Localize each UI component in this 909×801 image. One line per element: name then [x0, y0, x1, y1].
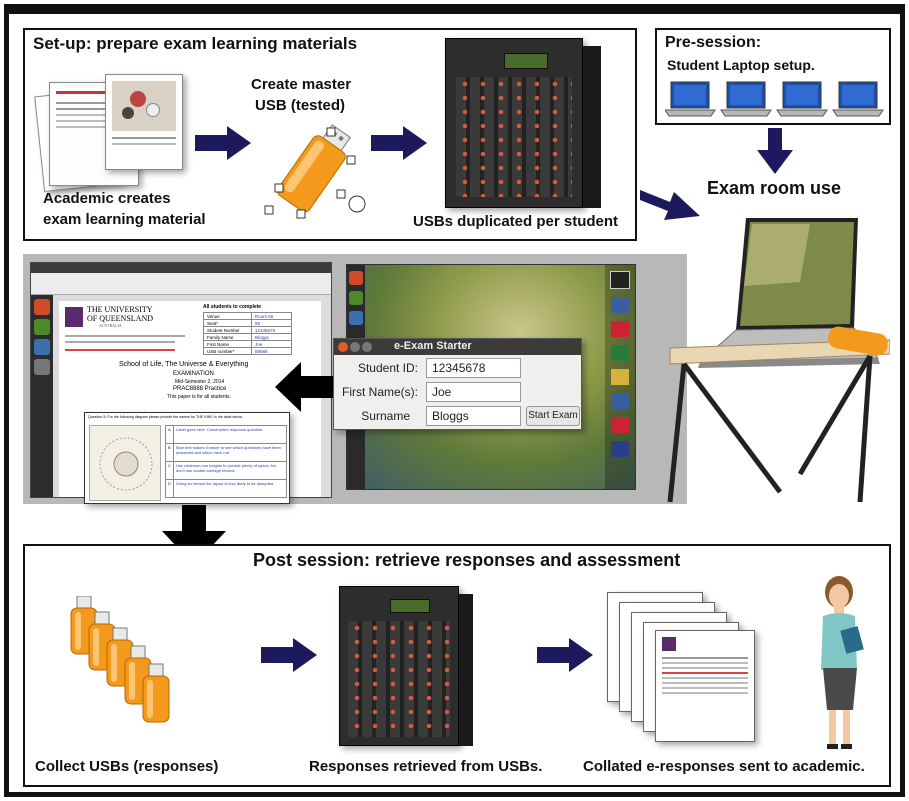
- start-exam-button[interactable]: Start Exam: [526, 406, 580, 426]
- paper-note: This paper is for all students.: [167, 394, 231, 400]
- university-name-line2: OF QUEENSLAND: [87, 314, 153, 323]
- learning-material-pages-icon: [34, 74, 189, 192]
- usb-duplicator-tower-icon: [445, 38, 583, 208]
- detail-key: First Name: [203, 340, 252, 348]
- right-arrow-icon: [371, 126, 427, 160]
- answer-text[interactable]: Blue text makes it easier to see which q…: [173, 443, 287, 462]
- presession-title-line2: Student Laptop setup.: [667, 57, 815, 73]
- detail-value: 88: [251, 319, 292, 327]
- collated-responses-icon: [607, 592, 777, 742]
- diagonal-arrow-icon: [640, 190, 700, 220]
- down-arrow-icon: [757, 128, 793, 174]
- surname-label: Surname: [361, 409, 410, 423]
- exam-starter-window: e-Exam Starter Student ID: 12345678 Firs…: [333, 338, 582, 430]
- detail-value: Room 66: [251, 312, 292, 320]
- down-arrow-icon: [162, 505, 226, 565]
- usb-duplicator-tower-icon: [339, 586, 459, 746]
- answer-text[interactable]: Doing so means the layout is less likely…: [173, 479, 287, 498]
- collated-caption: Collated e-responses sent to academic.: [583, 758, 865, 775]
- exam-word: EXAMINATION: [173, 371, 214, 377]
- kings-diagram-icon: [89, 425, 161, 501]
- first-name-label: First Name(s):: [342, 385, 418, 399]
- detail-key: Seat*: [203, 319, 252, 327]
- answer-letter: A: [165, 425, 174, 444]
- collect-caption: Collect USBs (responses): [35, 758, 219, 775]
- exam-laptop-on-desk-icon: [660, 212, 891, 504]
- post-session-title: Post session: retrieve responses and ass…: [253, 550, 681, 570]
- master-usb-icon: [264, 124, 366, 219]
- student-details-row: Seat*88: [203, 319, 292, 327]
- tower-side: [459, 594, 473, 746]
- window-title: e-Exam Starter: [394, 340, 472, 352]
- right-arrow-icon: [261, 638, 317, 672]
- question-line: Question 5: For the following diagram pl…: [88, 415, 243, 419]
- surname-field[interactable]: Bloggs: [426, 406, 521, 426]
- close-icon[interactable]: [338, 342, 348, 352]
- minimize-icon[interactable]: [350, 342, 360, 352]
- course-line: PRAC8888 Practice: [173, 386, 227, 392]
- presession-panel: Pre-session: Student Laptop setup.: [655, 28, 891, 125]
- detail-value: Bloggs: [251, 333, 292, 341]
- window-titlebar: e-Exam Starter: [334, 339, 581, 355]
- right-arrow-icon: [195, 126, 251, 160]
- semester-line: Mid-Semester 2, 2014: [175, 379, 225, 385]
- detail-key: Venue: [203, 312, 252, 320]
- answer-letter: D: [165, 479, 174, 498]
- student-laptops-icon: [665, 81, 884, 117]
- answer-letter: C: [165, 461, 174, 480]
- academic-person-icon: [821, 576, 864, 749]
- duplicate-caption: USBs duplicated per student: [413, 213, 619, 230]
- student-details-row: USB number*88888: [203, 347, 292, 355]
- master-caption-line2: USB (tested): [255, 97, 346, 114]
- detail-value: Joe: [251, 340, 292, 348]
- academic-caption-line1: Academic creates: [43, 190, 171, 207]
- all-students-note: All students to complete: [203, 304, 262, 310]
- usb-stack-icon: [70, 596, 170, 723]
- setup-title: Set-up: prepare exam learning materials: [33, 34, 358, 53]
- maximize-icon[interactable]: [362, 342, 372, 352]
- exam-room-caption: Exam room use: [707, 178, 842, 198]
- detail-value: 12345678: [251, 326, 292, 334]
- academic-caption-line2: exam learning material: [43, 211, 206, 228]
- detail-key: USB number*: [203, 347, 252, 355]
- answer-letter: B: [165, 443, 174, 462]
- answer-text[interactable]: Use minimum row heights to provide plent…: [173, 461, 287, 480]
- right-arrow-icon: [537, 638, 593, 672]
- master-caption-line1: Create master: [251, 76, 352, 93]
- setup-panel: Set-up: prepare exam learning materials …: [23, 28, 637, 241]
- left-arrow-icon: [275, 362, 337, 412]
- school-line: School of Life, The Universe & Everythin…: [119, 361, 249, 368]
- university-name-line3: AUSTRALIA: [99, 323, 122, 328]
- first-name-field[interactable]: Joe: [426, 382, 521, 402]
- detail-key: Family Name: [203, 333, 252, 341]
- detail-key: Student Number: [203, 326, 252, 334]
- student-id-label: Student ID:: [357, 361, 418, 375]
- presession-title-line1: Pre-session:: [665, 34, 762, 51]
- answer-text[interactable]: Label goes here. Constructed response qu…: [173, 425, 287, 444]
- tower-side: [583, 46, 601, 208]
- university-name-line1: THE UNIVERSITY: [87, 305, 153, 314]
- question-excerpt: Question 5: For the following diagram pl…: [84, 412, 290, 504]
- student-id-field[interactable]: 12345678: [426, 358, 521, 378]
- detail-value: 88888: [251, 347, 292, 355]
- retrieved-caption: Responses retrieved from USBs.: [309, 758, 543, 775]
- post-session-panel: Post session: retrieve responses and ass…: [23, 544, 891, 787]
